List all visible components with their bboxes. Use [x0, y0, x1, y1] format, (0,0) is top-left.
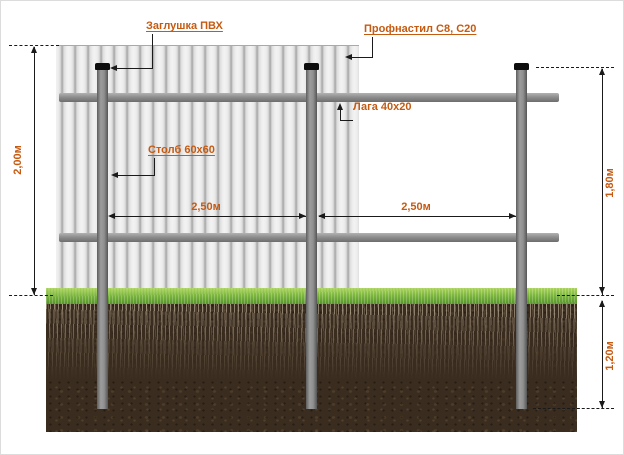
- dim-label-above-ground: 1,80м: [604, 168, 616, 198]
- post-cap-right: [514, 63, 529, 70]
- leader-line-rail: [340, 109, 341, 121]
- dim-arrow-up-icon: [599, 300, 605, 307]
- leader-arrow-left-icon: [345, 54, 352, 60]
- leader-line-rail: [340, 120, 353, 121]
- callout-rail-label: Лага 40х20: [353, 101, 412, 113]
- dim-line-span-1: [110, 216, 306, 217]
- dim-line-below-ground: [602, 301, 603, 409]
- leader-arrow-left-icon: [111, 172, 118, 178]
- dim-label-span-1: 2,50м: [191, 201, 221, 213]
- callout-sheet-label: Профнастил С8, С20: [364, 23, 477, 35]
- dim-arrow-right-icon: [509, 213, 516, 219]
- dim-line-span-2: [319, 216, 516, 217]
- dim-line-above-ground: [602, 69, 603, 295]
- callout-cap-label: Заглушка ПВХ: [146, 20, 223, 32]
- ext-line-post-bottom: [533, 408, 614, 409]
- leader-line-cap: [152, 34, 153, 68]
- dim-arrow-left-icon: [108, 213, 115, 219]
- leader-line-sheet: [372, 37, 373, 57]
- dim-arrow-up-icon: [31, 46, 37, 53]
- post-right: [516, 69, 527, 409]
- post-middle: [306, 69, 317, 409]
- leader-line-cap: [116, 68, 153, 69]
- leader-arrow-up-icon: [337, 103, 343, 110]
- dim-arrow-down-icon: [599, 401, 605, 408]
- leader-line-post: [117, 175, 155, 176]
- post-cap-left: [95, 63, 110, 70]
- dim-label-span-2: 2,50м: [401, 201, 431, 213]
- leader-arrow-left-icon: [110, 65, 117, 71]
- dim-arrow-right-icon: [299, 213, 306, 219]
- dim-line-fence-height: [34, 47, 35, 295]
- post-cap-middle: [304, 63, 319, 70]
- leader-line-post: [154, 158, 155, 175]
- dim-arrow-down-icon: [599, 287, 605, 294]
- callout-post-label: Столб 60х60: [148, 144, 215, 156]
- ext-line-post-top: [536, 67, 614, 68]
- dim-label-fence-height: 2,00м: [12, 145, 24, 175]
- dim-label-below-ground: 1,20м: [604, 341, 616, 371]
- dim-arrow-up-icon: [599, 68, 605, 75]
- post-left: [97, 69, 108, 409]
- leader-line-sheet: [351, 57, 373, 58]
- dim-arrow-left-icon: [318, 213, 325, 219]
- ext-line-ground-right: [557, 295, 614, 296]
- ext-line-sheet-top: [9, 45, 59, 46]
- dim-arrow-down-icon: [31, 288, 37, 295]
- ext-line-ground-left: [9, 295, 53, 296]
